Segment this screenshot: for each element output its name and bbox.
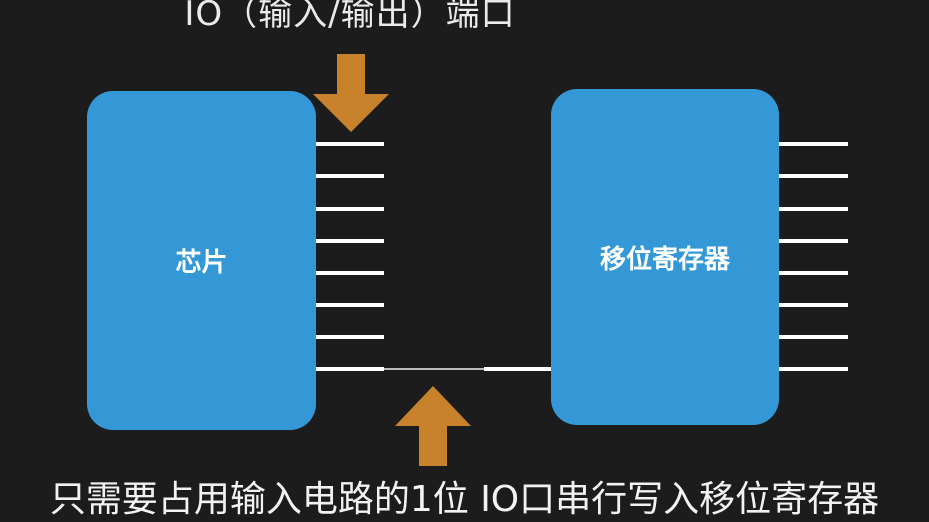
shift-register-pin [779, 367, 848, 371]
serial-wire [384, 368, 484, 370]
shift-register-pin [779, 174, 848, 178]
io-port-title: IO（输入/输出）端口 [184, 0, 516, 34]
chip-pin [316, 207, 384, 211]
shift-register-pin [779, 303, 848, 307]
chip-pin [316, 142, 384, 146]
chip-pin [316, 174, 384, 178]
chip-pin [316, 271, 384, 275]
up-arrow-icon [395, 386, 471, 466]
chip-box: 芯片 [87, 91, 316, 430]
chip-pin [316, 335, 384, 339]
down-arrow-icon [313, 54, 389, 132]
caption: 只需要占用输入电路的1位 IO口串行写入移位寄存器 [49, 479, 880, 520]
shift-register-pin [779, 335, 848, 339]
chip-label: 芯片 [175, 248, 228, 278]
chip-pin [316, 303, 384, 307]
shift-register-pin [779, 271, 848, 275]
shift-register-box: 移位寄存器 [551, 89, 779, 425]
shift-register-pin [779, 142, 848, 146]
shift-register-label: 移位寄存器 [599, 244, 730, 275]
chip-pin [316, 239, 384, 243]
shift-register-input-pin [484, 367, 551, 371]
chip-pin [316, 367, 384, 371]
shift-register-pin [779, 239, 848, 243]
shift-register-pin [779, 207, 848, 211]
